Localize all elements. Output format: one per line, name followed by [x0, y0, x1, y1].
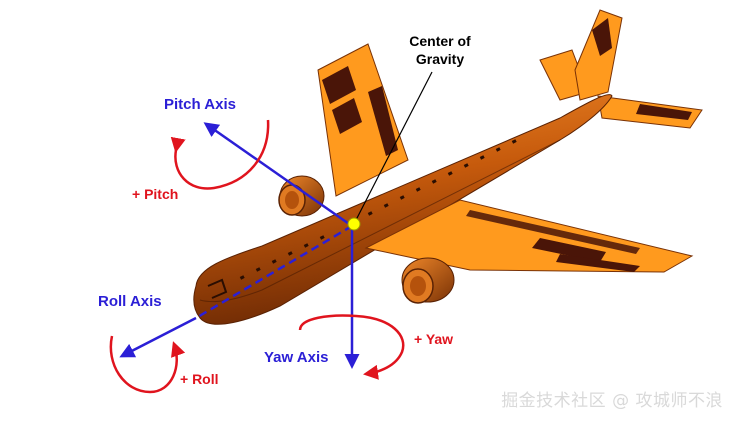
pitch-axis-label: Pitch Axis: [164, 96, 236, 113]
center-of-gravity-leader-line: [355, 71, 433, 221]
yaw-axis: [298, 226, 405, 380]
pitch-rotation-arrow: [170, 119, 270, 190]
center-of-gravity-label-line1: Center of: [409, 33, 471, 49]
center-of-gravity: [347, 71, 433, 231]
roll-axis-label: Roll Axis: [98, 293, 162, 310]
tail-assembly: [539, 9, 703, 129]
roll-axis-dashed-line: [195, 224, 353, 320]
pitch-rotation-label: + Pitch: [132, 186, 178, 202]
pitch-axis: [170, 119, 353, 228]
far-wing: [317, 43, 409, 197]
roll-rotation-label: + Roll: [180, 371, 219, 387]
upper-engine: [278, 175, 325, 217]
center-of-gravity-marker: [347, 217, 361, 231]
cabin-windows: [239, 139, 517, 280]
fuselage: [193, 94, 613, 325]
pitch-axis-arrow: [203, 122, 353, 228]
center-of-gravity-label-line2: Gravity: [416, 51, 464, 67]
watermark-text: 掘金技术社区 @ 攻城师不浪: [501, 391, 723, 411]
yaw-rotation-label: + Yaw: [414, 331, 453, 347]
roll-axis: [109, 224, 353, 394]
lower-engine: [401, 257, 455, 304]
roll-rotation-arrow: [109, 335, 186, 394]
yaw-axis-label: Yaw Axis: [264, 349, 328, 366]
yaw-rotation-arrow: [298, 314, 405, 380]
roll-axis-arrow: [119, 316, 197, 358]
near-wing: [364, 199, 694, 273]
